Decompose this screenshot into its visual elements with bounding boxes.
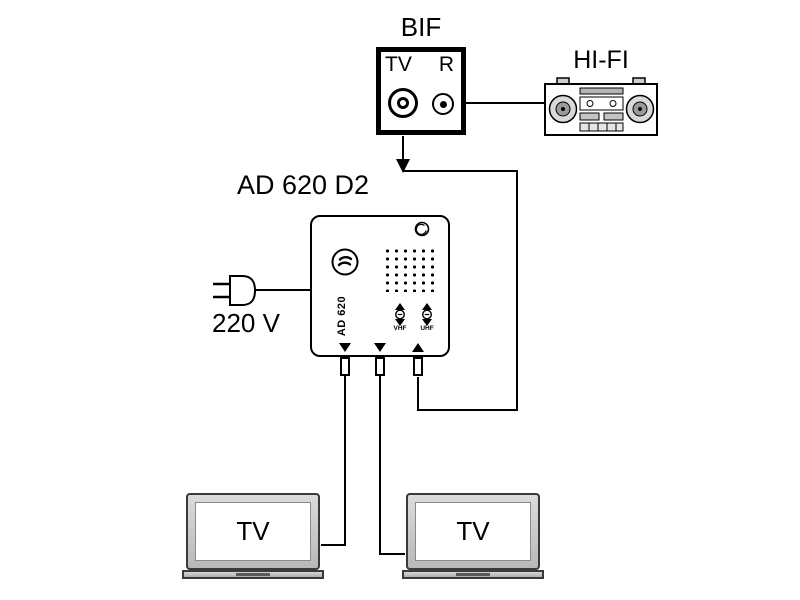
screw-icon (414, 221, 430, 237)
tv-screen: TV (415, 502, 531, 561)
radio-connector-pin (439, 100, 447, 108)
cable-amp-to-tv-right (379, 376, 405, 555)
tv-set-left: TV (182, 493, 324, 579)
bif-port-tv-label: TV (385, 53, 412, 76)
tv-frame: TV (406, 493, 540, 570)
bif-wall-socket: TV R (376, 47, 466, 135)
tv-screen: TV (195, 502, 311, 561)
amplifier-unit: AD 620 VHF UHF (310, 215, 450, 357)
bif-title: BIF (400, 12, 442, 42)
output-direction-icon (374, 343, 386, 352)
amplifier-model-label: AD 620 (336, 295, 348, 337)
hifi-display-icon (579, 87, 624, 95)
tv-stand-foot (456, 573, 490, 576)
input-direction-icon (412, 343, 424, 352)
ventilation-dots (383, 247, 439, 292)
vhf-trimmer-icon (394, 303, 406, 326)
mains-voltage-label: 220 V (212, 308, 280, 338)
hifi-speaker-left-icon (548, 94, 578, 124)
brand-logo-icon (331, 248, 359, 276)
signal-down-arrow-icon (396, 159, 410, 173)
amplifier-input-connector (413, 357, 423, 376)
uhf-trimmer-icon (421, 303, 433, 326)
vhf-label: VHF (393, 325, 407, 332)
tv-stand (182, 570, 324, 579)
tv-connector-pin (397, 97, 409, 109)
output-direction-icon (339, 343, 351, 352)
hifi-illustration (544, 77, 658, 136)
power-plug-icon (213, 275, 311, 306)
amplifier-output-connector-1 (340, 357, 350, 376)
tv-stand-foot (236, 573, 270, 576)
tv-stand (402, 570, 544, 579)
bif-port-r-label: R (438, 53, 454, 76)
hifi-cassette-deck-icon (579, 96, 624, 111)
tv-connector (388, 88, 418, 118)
radio-connector (432, 93, 454, 115)
cable-amp-to-tv-left (321, 376, 346, 546)
hifi-button-row-icon (579, 122, 624, 132)
amplifier-title: AD 620 D2 (237, 170, 370, 200)
uhf-label: UHF (420, 325, 434, 332)
tv-left-label: TV (236, 516, 270, 546)
hifi-title: HI-FI (573, 46, 629, 74)
hifi-speaker-right-icon (625, 94, 655, 124)
tv-frame: TV (186, 493, 320, 570)
amplifier-output-connector-2 (375, 357, 385, 376)
tv-set-right: TV (402, 493, 544, 579)
tv-right-label: TV (456, 516, 490, 546)
